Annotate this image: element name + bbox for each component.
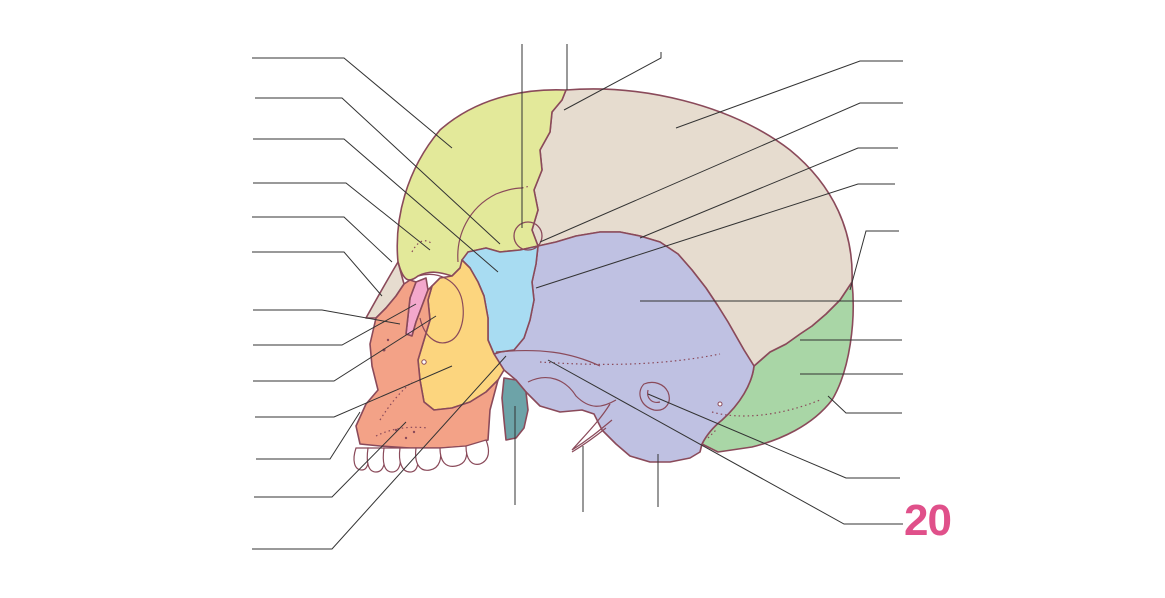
leader-line xyxy=(252,251,383,297)
leader-line xyxy=(252,216,393,263)
leader-line xyxy=(547,359,903,525)
leader-line xyxy=(254,421,407,498)
leader-line xyxy=(253,182,431,251)
leader-line xyxy=(535,183,895,289)
page-number: 20 xyxy=(904,496,952,545)
teeth xyxy=(353,439,490,473)
leader-line xyxy=(252,57,453,149)
leader-line xyxy=(563,52,662,111)
leader-line xyxy=(256,411,361,460)
leader-line xyxy=(253,315,437,382)
leader-line xyxy=(253,303,417,346)
label-leader-lines xyxy=(252,44,903,550)
skull xyxy=(353,88,854,473)
leader-line xyxy=(253,138,499,273)
leader-line xyxy=(849,230,899,291)
temporal-bone xyxy=(493,231,755,463)
leader-line xyxy=(255,365,453,418)
leader-line xyxy=(647,393,900,479)
leader-line xyxy=(539,102,903,243)
fontanelle-circle xyxy=(513,221,543,251)
leader-line xyxy=(827,395,902,414)
leader-line xyxy=(255,97,501,245)
leader-line xyxy=(253,309,401,325)
leader-line xyxy=(639,147,898,239)
leader-line xyxy=(675,60,903,129)
leader-line xyxy=(252,355,507,550)
